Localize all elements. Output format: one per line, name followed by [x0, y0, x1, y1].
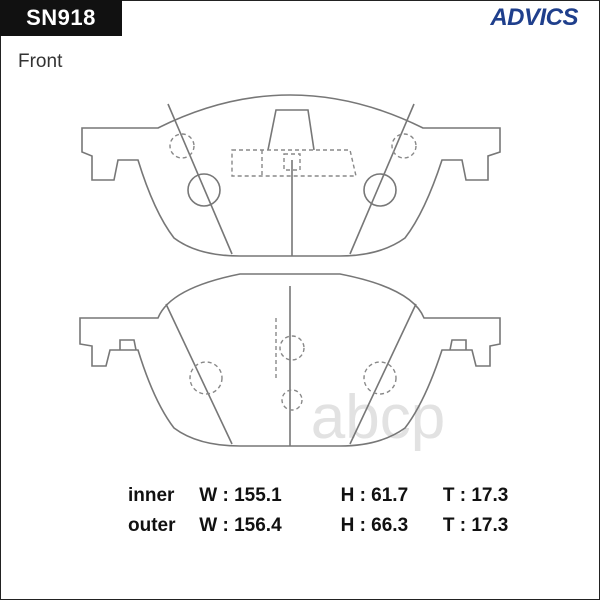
outer-pad-slot-left: [165, 303, 233, 445]
inner-pad: [81, 94, 501, 257]
view-label: Front: [18, 51, 63, 72]
outer-pad-ear-right: [449, 339, 467, 351]
inner-pad-slot-right: [349, 103, 415, 255]
spec-width: W : 155.1: [199, 485, 282, 506]
part-code: SN918: [26, 5, 96, 30]
outer-pad-hidden-circle-right: [363, 361, 397, 395]
outer-pad-slot-right: [349, 303, 417, 445]
inner-pad-hidden-circle-left: [169, 133, 195, 159]
spec-row-inner: inner W : 155.1 H : 61.7 T : 17.3: [128, 481, 533, 511]
spec-height: H : 61.7: [340, 485, 409, 506]
inner-pad-circle-left: [187, 173, 221, 207]
spec-row-outer: outer W : 156.4 H : 66.3 T : 17.3: [128, 511, 533, 541]
outer-pad-outline: [79, 273, 501, 447]
brand-logo: ADVICS: [490, 4, 578, 32]
inner-pad-slot-left: [167, 103, 233, 255]
spec-thickness: T : 17.3: [442, 515, 509, 536]
inner-pad-hidden: [169, 133, 417, 177]
inner-pad-outline: [81, 94, 501, 257]
outer-pad-hidden: [189, 318, 397, 411]
inner-pad-wear-tab: [267, 109, 315, 151]
outer-pad-hidden-circle-left: [189, 361, 223, 395]
spec-height: H : 66.3: [340, 515, 409, 536]
outer-pad: [79, 273, 501, 447]
outer-pad-hidden-circle-center: [279, 335, 305, 361]
spec-table: inner W : 155.1 H : 61.7 T : 17.3 outer …: [128, 481, 533, 541]
outer-pad-hidden-circle-lower: [281, 389, 303, 411]
part-code-badge: SN918: [0, 0, 122, 36]
inner-pad-center-hole: [283, 153, 301, 171]
spec-label: outer: [128, 515, 176, 536]
brand-logo-text: ADVICS: [490, 4, 578, 31]
inner-pad-hidden-circle-right: [391, 133, 417, 159]
outer-pad-ear-left: [119, 339, 137, 351]
spec-thickness: T : 17.3: [442, 485, 509, 506]
inner-pad-backing-clip: [231, 149, 357, 177]
inner-pad-circle-right: [363, 173, 397, 207]
spec-label: inner: [128, 485, 175, 506]
spec-width: W : 156.4: [199, 515, 282, 536]
